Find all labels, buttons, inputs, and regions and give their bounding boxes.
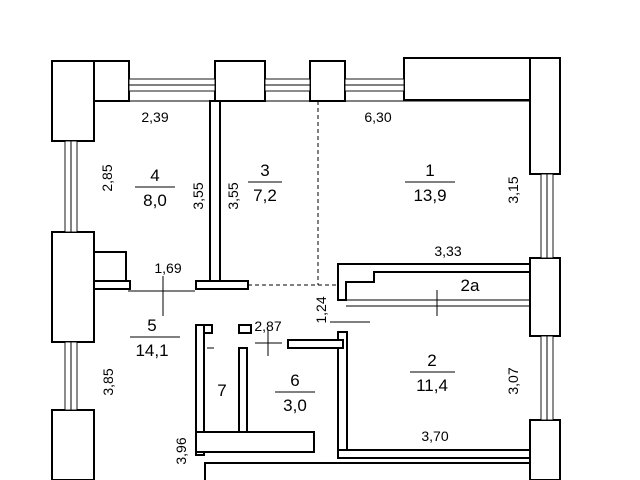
wall-4-3 — [209, 100, 221, 282]
room-3-area: 7,2 — [253, 186, 277, 205]
interior-walls — [93, 100, 531, 480]
wall-3-hall — [195, 280, 249, 290]
wall-7-right — [238, 347, 248, 433]
room-6-area: 3,0 — [283, 396, 307, 415]
wall-2-left — [337, 331, 348, 451]
window-right-room2 — [540, 335, 554, 421]
wall-1-2a — [337, 263, 531, 301]
room-1-number: 1 — [425, 161, 434, 180]
room-6-number: 6 — [290, 371, 299, 390]
room-3-number: 3 — [260, 161, 269, 180]
room-7-number: 7 — [217, 381, 226, 400]
outer-walls — [51, 57, 561, 480]
dim-room4-left: 2,85 — [99, 164, 115, 191]
dim-room5-left: 3,85 — [100, 368, 116, 395]
dim-room4-right: 3,55 — [190, 182, 206, 209]
cabinet — [93, 251, 127, 282]
dim-room1-right: 3,15 — [505, 176, 521, 203]
wall-bath-top-mid — [238, 324, 252, 334]
window-left-room5 — [64, 341, 78, 411]
room-4-number: 4 — [150, 166, 159, 185]
wall-7-left — [195, 324, 205, 456]
dim-hall-width: 1,69 — [154, 260, 181, 276]
room-labels: 3 7,2 1 13,9 4 8,0 5 14,1 2a 2 11,4 6 3,… — [130, 161, 480, 415]
dim-bath-width: 2,87 — [254, 318, 281, 334]
room-4-area: 8,0 — [143, 191, 167, 210]
windows — [64, 78, 554, 421]
window-top-left — [128, 78, 216, 92]
wall-2-bottom — [337, 449, 531, 459]
dim-room2-right: 3,07 — [505, 367, 521, 394]
wall-bath-bottom — [195, 431, 315, 453]
dim-room3-left: 3,55 — [225, 182, 241, 209]
dimension-ticks — [128, 276, 438, 356]
window-left-room4 — [64, 140, 78, 233]
dim-corridor-height: 1,24 — [313, 296, 329, 323]
room-5-area: 14,1 — [135, 341, 168, 360]
window-top-middle — [264, 78, 311, 92]
room-2-area: 11,4 — [416, 376, 448, 395]
room-5-number: 5 — [147, 316, 156, 335]
room-2-number: 2 — [427, 351, 436, 370]
wall-4-hall — [93, 280, 131, 290]
wall-bottom — [204, 462, 531, 480]
wall-6-top — [287, 339, 344, 349]
dim-room1-bottom: 3,33 — [434, 243, 461, 259]
dim-bottom-left: 3,96 — [173, 437, 189, 464]
window-right-room1 — [540, 173, 554, 259]
dimension-labels: 2,39 6,30 2,85 3,55 3,55 3,15 3,33 1,69 … — [99, 109, 521, 465]
dim-room2-bottom: 3,70 — [421, 428, 448, 444]
room-2a-number: 2a — [461, 276, 480, 295]
dim-room4-top: 2,39 — [141, 109, 168, 125]
room-1-area: 13,9 — [413, 186, 446, 205]
dim-room1-top: 6,30 — [364, 109, 391, 125]
window-top-right — [344, 78, 405, 92]
